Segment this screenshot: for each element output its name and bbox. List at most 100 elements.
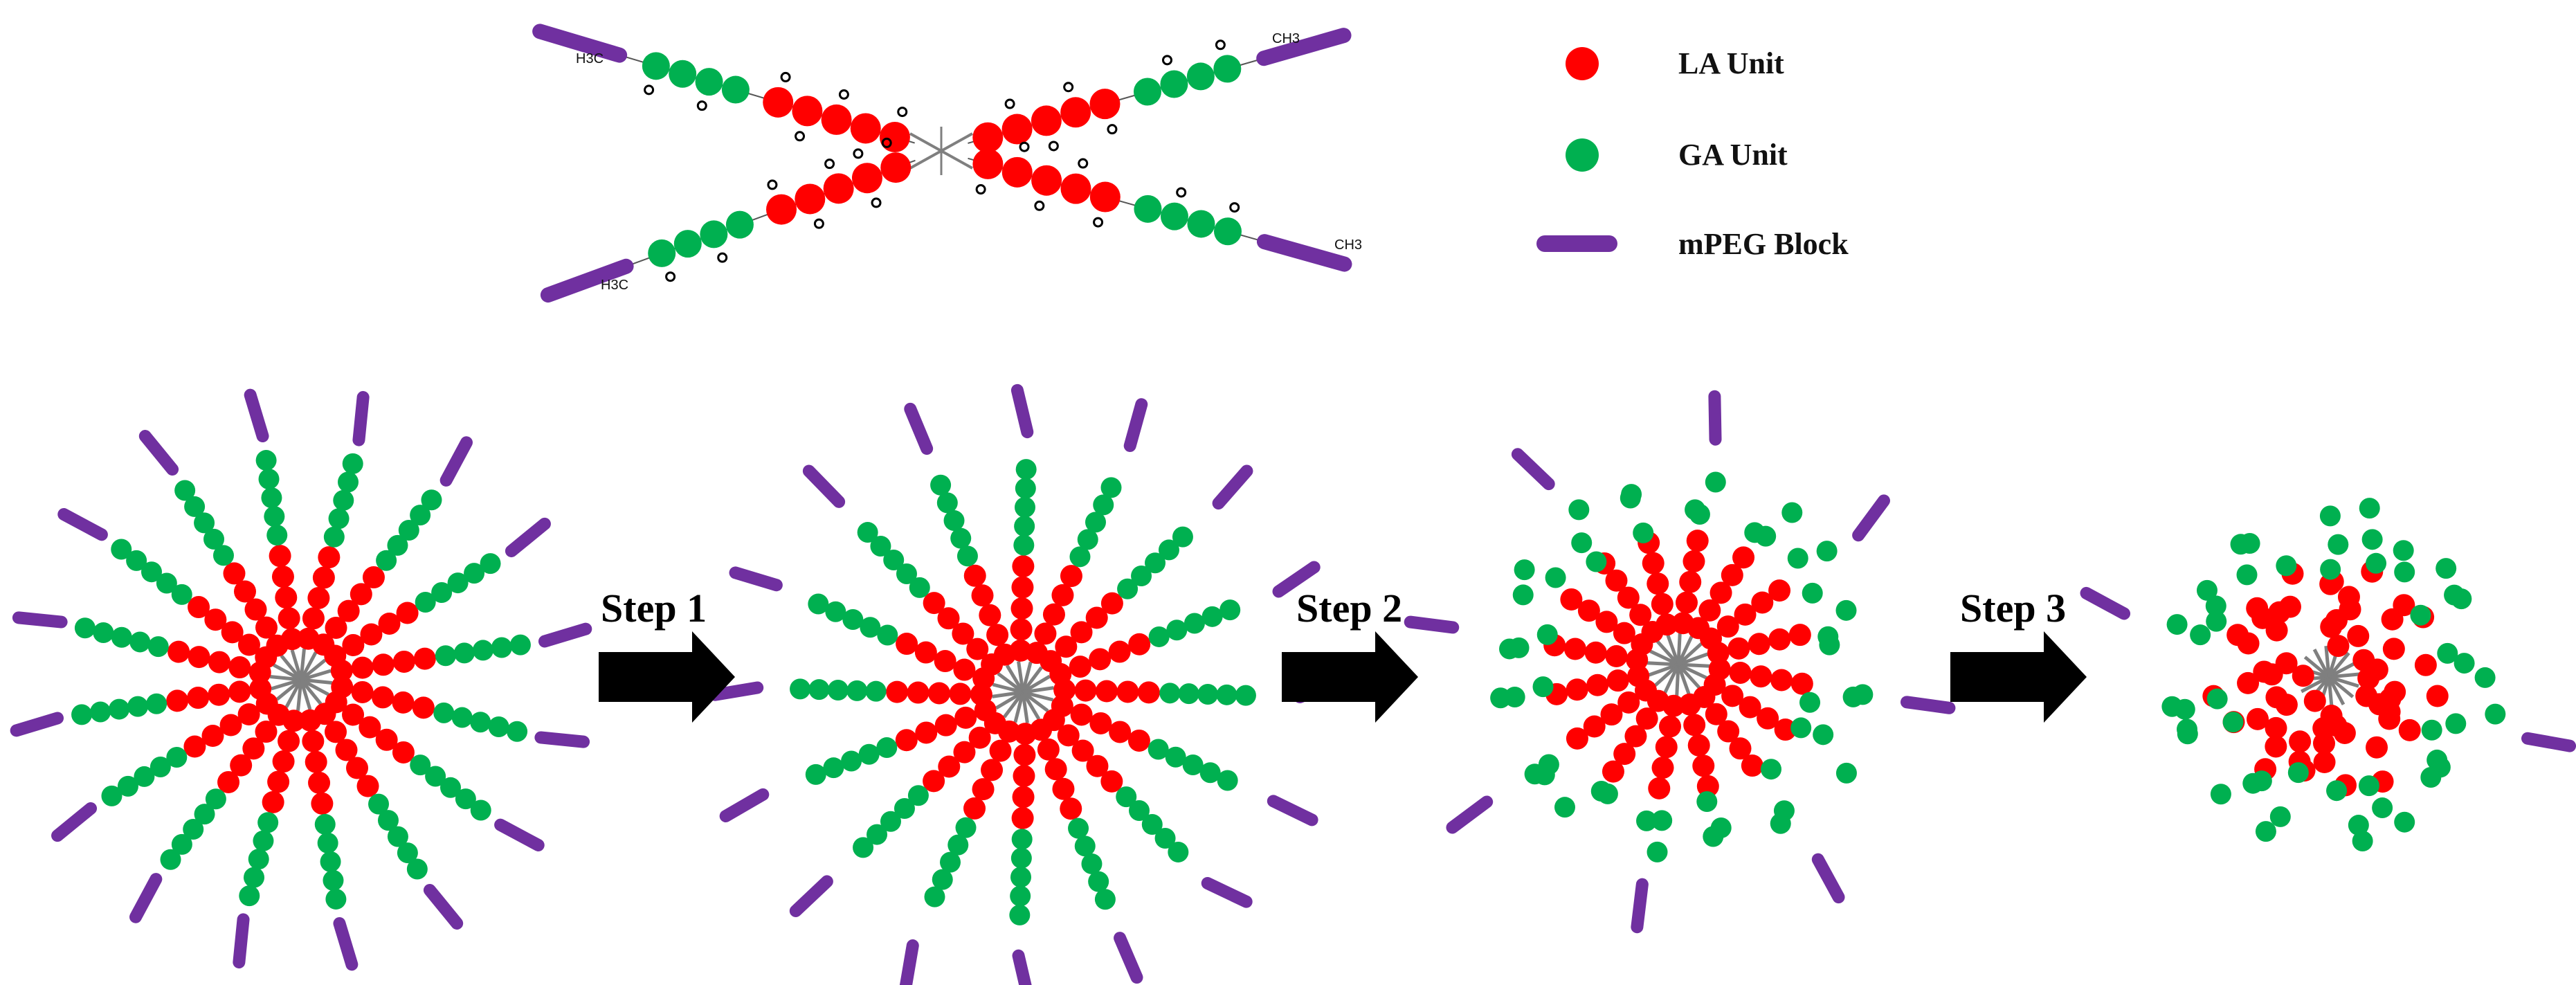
- ga-unit: [1172, 526, 1193, 548]
- la-unit: [1655, 736, 1678, 759]
- la-unit: [2378, 707, 2401, 730]
- oxygen-atom: [1063, 82, 1074, 93]
- core-spoke: [275, 678, 302, 701]
- ga-unit: [2437, 642, 2458, 664]
- oxygen-atom: [665, 271, 676, 282]
- la-unit: [255, 721, 278, 743]
- oxygen-atom: [1004, 98, 1015, 109]
- ga-unit: [1835, 599, 1857, 621]
- la-unit: [1659, 715, 1682, 738]
- ga-unit: [2196, 579, 2217, 601]
- la-unit: [971, 584, 994, 607]
- la-unit: [1051, 584, 1074, 606]
- la-unit: [325, 616, 347, 639]
- ga-unit: [930, 474, 952, 496]
- la-unit: [302, 607, 325, 630]
- la-unit: [1586, 674, 1609, 696]
- core-spoke: [1649, 649, 1680, 667]
- ga-unit: [1536, 624, 1558, 645]
- ga-unit: [447, 572, 469, 594]
- ga-unit: [1790, 717, 1812, 739]
- la-unit: [269, 545, 291, 568]
- la-unit: [312, 566, 335, 589]
- mpeg-block: [709, 681, 764, 701]
- la-unit: [1116, 680, 1139, 703]
- la-unit: [1629, 604, 1652, 626]
- la-unit: [915, 721, 938, 744]
- ga-unit: [2177, 723, 2198, 745]
- legend-ga-dot: [1566, 138, 1599, 172]
- ga-unit: [1160, 70, 1188, 98]
- la-unit: [351, 656, 374, 679]
- oxygen-atom: [767, 179, 778, 190]
- ga-unit: [257, 812, 279, 833]
- la-unit: [1128, 633, 1151, 656]
- la-unit: [2237, 671, 2260, 694]
- core-spoke: [1677, 642, 1703, 666]
- ga-unit: [183, 818, 204, 840]
- la-unit: [318, 546, 341, 569]
- ga-unit: [509, 634, 531, 656]
- ga-unit: [1235, 685, 1256, 706]
- ga-unit: [410, 754, 431, 776]
- oxygen-atom: [838, 89, 849, 100]
- la-unit: [187, 687, 210, 710]
- ga-unit: [147, 636, 169, 658]
- core-spoke: [1022, 690, 1049, 712]
- la-unit: [201, 725, 224, 748]
- ga-unit: [1009, 904, 1031, 925]
- la-unit: [1600, 703, 1623, 726]
- la-unit: [2347, 624, 2370, 647]
- ga-unit: [1852, 684, 1874, 705]
- la-unit: [1013, 765, 1035, 788]
- la-unit: [233, 580, 256, 603]
- step-arrow-1: Step 1: [599, 586, 735, 723]
- la-unit: [1686, 530, 1709, 552]
- core-spoke: [299, 651, 318, 681]
- la-unit: [1089, 181, 1121, 213]
- ga-unit: [1696, 790, 1718, 812]
- la-unit: [1089, 89, 1121, 120]
- core-spoke: [2303, 656, 2330, 678]
- ga-unit: [2206, 688, 2228, 710]
- la-unit: [242, 737, 265, 760]
- ga-unit: [194, 512, 215, 534]
- ga-unit: [695, 68, 723, 96]
- ga-unit: [368, 793, 390, 815]
- core-spoke: [300, 678, 333, 685]
- ga-unit: [455, 788, 476, 810]
- ga-unit: [376, 550, 397, 571]
- ga-unit: [1761, 759, 1782, 780]
- la-unit: [244, 598, 267, 621]
- la-unit: [1100, 592, 1123, 615]
- la-unit: [359, 716, 381, 739]
- ga-unit: [117, 775, 138, 797]
- la-unit: [1096, 680, 1118, 703]
- ga-unit: [907, 785, 929, 806]
- ga-unit: [1186, 62, 1215, 91]
- la-unit: [851, 163, 882, 194]
- la-unit: [821, 104, 852, 135]
- mpeg-block: [1012, 949, 1032, 985]
- la-unit: [952, 622, 974, 645]
- ga-unit: [184, 496, 206, 517]
- la-unit: [1647, 572, 1669, 595]
- ga-unit: [827, 680, 849, 701]
- ga-unit: [431, 582, 453, 604]
- ga-unit: [1011, 829, 1033, 850]
- ga-unit: [1094, 889, 1116, 910]
- la-unit: [299, 709, 322, 732]
- ga-unit: [1159, 683, 1181, 704]
- ga-unit: [877, 624, 898, 646]
- la-unit: [850, 113, 881, 144]
- ga-unit: [93, 622, 114, 643]
- la-unit: [2366, 736, 2388, 759]
- la-unit: [1721, 685, 1744, 707]
- mpeg-block: [802, 464, 846, 508]
- la-unit: [342, 633, 365, 656]
- oxygen-atom: [1176, 187, 1187, 198]
- oxygen-atom: [1107, 124, 1118, 135]
- ga-unit: [2319, 505, 2341, 527]
- ga-unit: [1490, 687, 1512, 709]
- la-unit: [1734, 603, 1757, 626]
